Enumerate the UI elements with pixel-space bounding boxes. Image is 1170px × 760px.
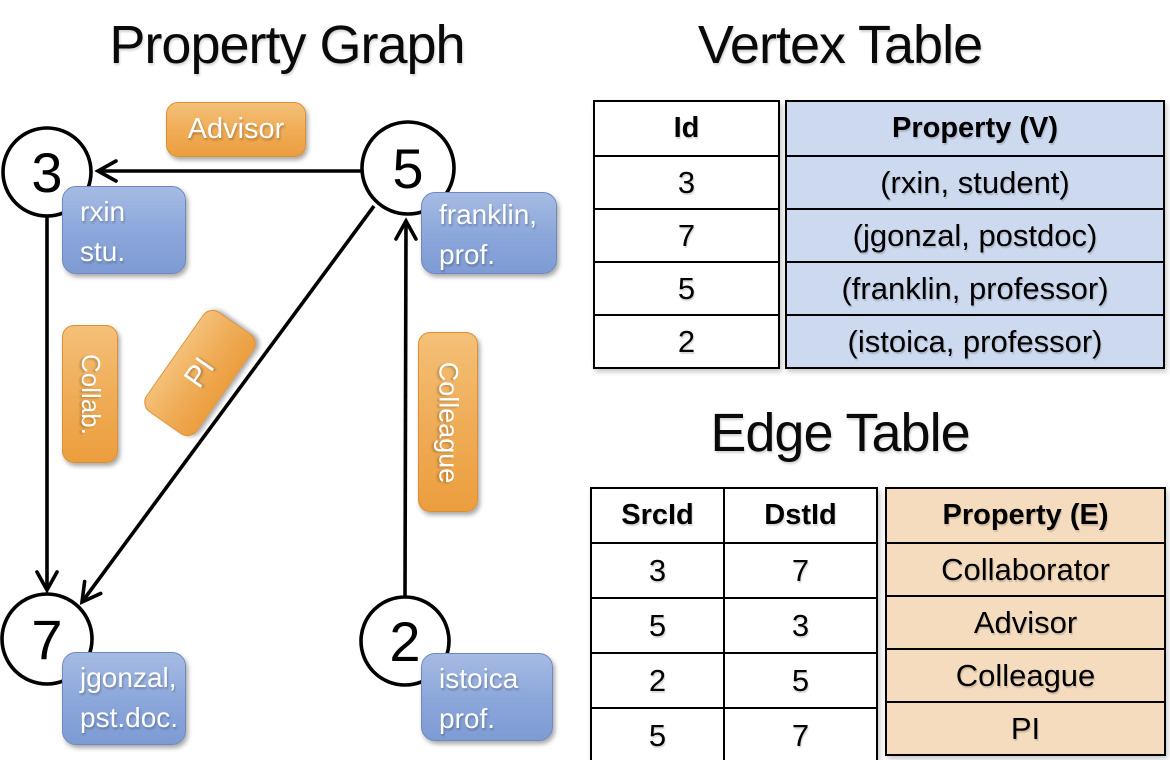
- vertex-table: Id 3 7 5 2 Property (V) (rxin, student) …: [593, 100, 1165, 369]
- table-row: 3 7: [592, 542, 876, 597]
- table-cell: 3: [791, 607, 810, 643]
- column-header-dstid: DstId: [764, 499, 837, 531]
- edge-label-text: Advisor: [187, 113, 285, 145]
- vertex-id-7: 7: [31, 607, 63, 671]
- table-cell: 3: [592, 544, 725, 597]
- vertex-label-line: stu.: [80, 236, 126, 267]
- table-row: 5 3: [592, 597, 876, 652]
- vertex-table-title: Vertex Table: [697, 15, 983, 75]
- table-cell: (franklin, professor): [787, 261, 1163, 314]
- table-cell: 5: [592, 599, 725, 652]
- edge-line-colleague: [394, 217, 418, 597]
- table-cell: (rxin, student): [787, 155, 1163, 208]
- table-cell: 5: [595, 261, 778, 314]
- table-cell: Colleague: [887, 648, 1164, 701]
- table-cell: 7: [595, 208, 778, 261]
- table-cell: 5: [791, 662, 810, 698]
- vertex-id-3: 3: [31, 140, 63, 204]
- vertex-label-jgonzal: jgonzal, pst.doc.: [62, 652, 186, 745]
- vertex-label-line: istoica: [439, 663, 519, 694]
- vertex-label-line: prof.: [439, 703, 496, 734]
- table-cell: (jgonzal, postdoc): [787, 208, 1163, 261]
- vertex-label-line: pst.doc.: [80, 702, 179, 733]
- property-graph-pane: Property Graph 3 5 7 2: [0, 15, 557, 745]
- edge-table: SrcId DstId 3 7 5 3 2 5 5 7 Property (E)…: [590, 487, 1166, 760]
- vertex-label-rxin: rxin stu.: [62, 186, 186, 274]
- vertex-label-line: franklin,: [439, 199, 538, 230]
- table-cell: Collaborator: [887, 542, 1164, 595]
- table-cell: 2: [592, 654, 725, 707]
- table-cell: 3: [595, 155, 778, 208]
- vertex-label-line: prof.: [439, 239, 496, 270]
- vertex-label-line: rxin: [80, 196, 126, 227]
- vertex-table-property-column: Property (V) (rxin, student) (jgonzal, p…: [785, 100, 1165, 369]
- edge-table-src-dst-columns: SrcId DstId 3 7 5 3 2 5 5 7: [590, 487, 878, 760]
- edge-label-colleague: Colleague: [418, 332, 478, 512]
- table-row: 5 7: [592, 707, 876, 760]
- edge-label-text: PI: [177, 351, 222, 394]
- column-header-property-e: Property (E): [942, 499, 1109, 531]
- column-header-property-v: Property (V): [892, 112, 1058, 144]
- table-cell: 7: [791, 717, 810, 753]
- edge-label-text: Colleague: [433, 361, 464, 483]
- column-header-srcid: SrcId: [592, 489, 725, 542]
- table-row: 2 5: [592, 652, 876, 707]
- edge-table-property-column: Property (E) Collaborator Advisor Collea…: [885, 487, 1166, 756]
- edge-label-collab: Collab.: [62, 325, 118, 463]
- vertex-circle-5: [360, 120, 456, 216]
- vertex-label-franklin: franklin, prof.: [421, 192, 557, 274]
- vertex-label-line: jgonzal,: [80, 662, 177, 693]
- table-row: SrcId DstId: [592, 489, 876, 542]
- edge-line-pi: [79, 204, 376, 605]
- vertex-table-id-column: Id 3 7 5 2: [593, 100, 780, 369]
- vertex-label-istoica: istoica prof.: [421, 653, 553, 741]
- vertex-id-2: 2: [389, 609, 421, 673]
- vertex-id-5: 5: [392, 136, 424, 200]
- table-cell: 2: [595, 314, 778, 367]
- edge-label-advisor: Advisor: [166, 102, 306, 157]
- table-cell: (istoica, professor): [787, 314, 1163, 367]
- table-cell: 7: [791, 552, 810, 588]
- table-cell: Advisor: [887, 595, 1164, 648]
- edge-label-text: Collab.: [75, 353, 106, 435]
- edge-table-title: Edge Table: [710, 403, 970, 463]
- table-cell: 5: [592, 709, 725, 760]
- column-header-id: Id: [673, 112, 700, 144]
- property-graph-title: Property Graph: [109, 15, 465, 75]
- table-cell: PI: [887, 701, 1164, 754]
